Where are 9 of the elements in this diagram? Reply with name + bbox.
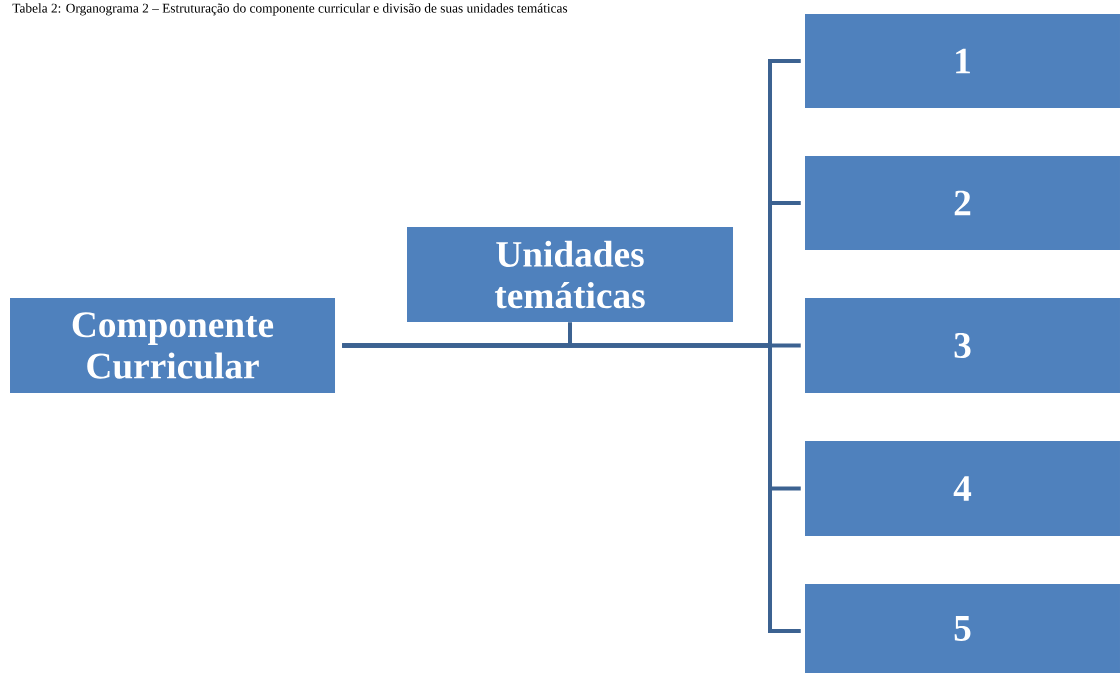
- box: 3: [805, 298, 1120, 393]
- box: 4: [805, 441, 1120, 536]
- box: 1: [805, 14, 1120, 108]
- box: Unidades temáticas: [407, 227, 733, 322]
- connector-line: [342, 343, 801, 633]
- box: 2: [805, 156, 1120, 250]
- box: Componente Curricular: [10, 298, 335, 393]
- caption-title: Tabela 2: Organograma 2 – Estruturação do componente curricular e divisão de suas unidades temáticas: [12, 3, 568, 16]
- box: 5: [805, 584, 1120, 673]
